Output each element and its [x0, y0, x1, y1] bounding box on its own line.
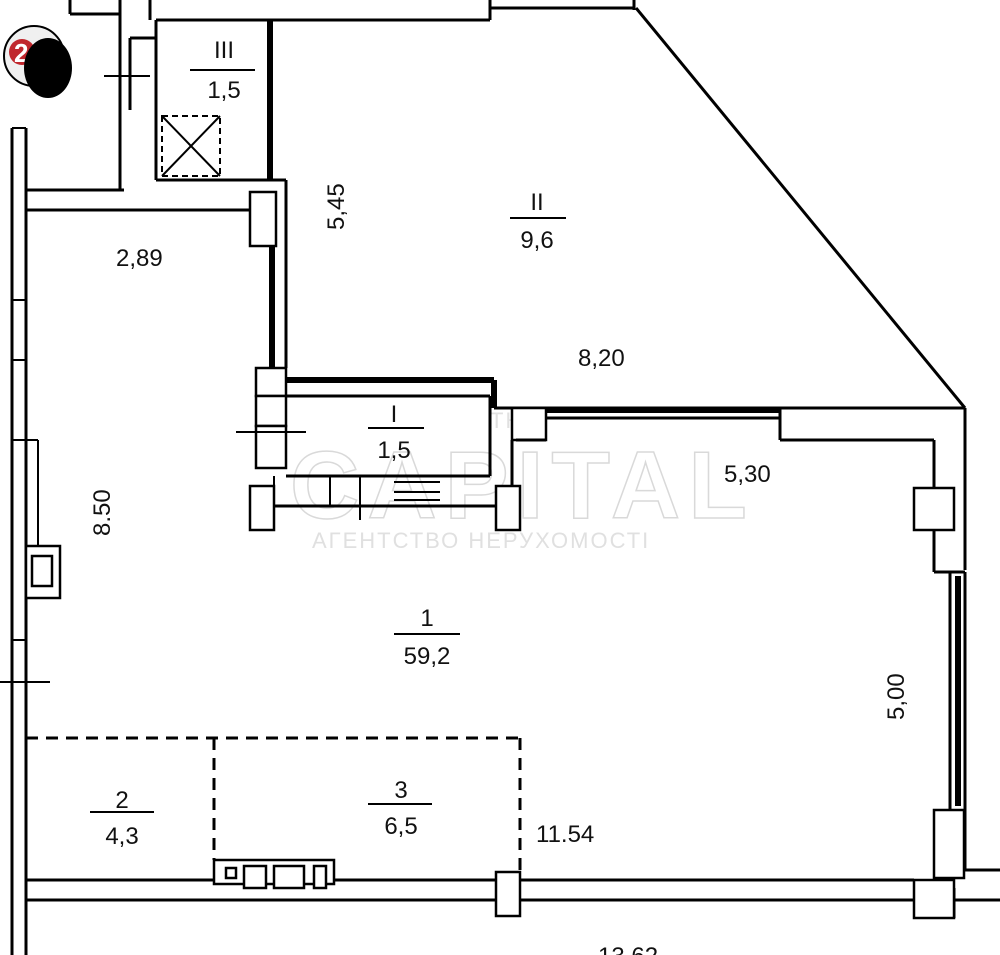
room-label-iii: III 1,5	[207, 37, 240, 104]
room-label-2: 2 4,3	[90, 787, 154, 850]
room-label-i: I 1,5	[368, 401, 424, 464]
room-label-1: 1 59,2	[394, 605, 460, 670]
room-number: I	[391, 401, 398, 428]
room-i-walls	[236, 366, 548, 532]
dimension-label: 13.62	[598, 943, 658, 955]
dimension-label: 5,30	[724, 461, 771, 488]
room-number: 2	[115, 787, 128, 814]
room-number: II	[530, 189, 543, 216]
service-block	[26, 0, 636, 192]
dimension-label: 5,45	[323, 183, 350, 230]
room-number: III	[214, 37, 234, 64]
bottom-wall	[26, 858, 1000, 920]
room-label-3: 3 6,5	[368, 777, 432, 840]
room-label-ii: II 9,6	[510, 189, 566, 254]
left-wall	[0, 127, 62, 955]
dimension-label: 11.54	[536, 821, 594, 848]
dimension-label: 2,89	[116, 245, 163, 272]
room-area: 4,3	[105, 823, 138, 850]
dimension-label: 8,20	[578, 345, 625, 372]
corner-badge: 2	[3, 25, 72, 98]
room-area: 1,5	[207, 77, 240, 104]
right-wall	[912, 486, 1000, 918]
watermark-subtitle: АГЕНТСТВО НЕРУХОМОСТІ	[312, 528, 650, 553]
dimension-label: 5,00	[883, 673, 910, 720]
room-area: 9,6	[520, 227, 553, 254]
room-number: 3	[394, 777, 407, 804]
room-area: 59,2	[404, 643, 451, 670]
dimension-label: 8.50	[89, 489, 116, 536]
zones-2-3	[26, 736, 522, 872]
room-area: 1,5	[377, 437, 410, 464]
room-number: 1	[420, 605, 433, 632]
room-area: 6,5	[384, 813, 417, 840]
